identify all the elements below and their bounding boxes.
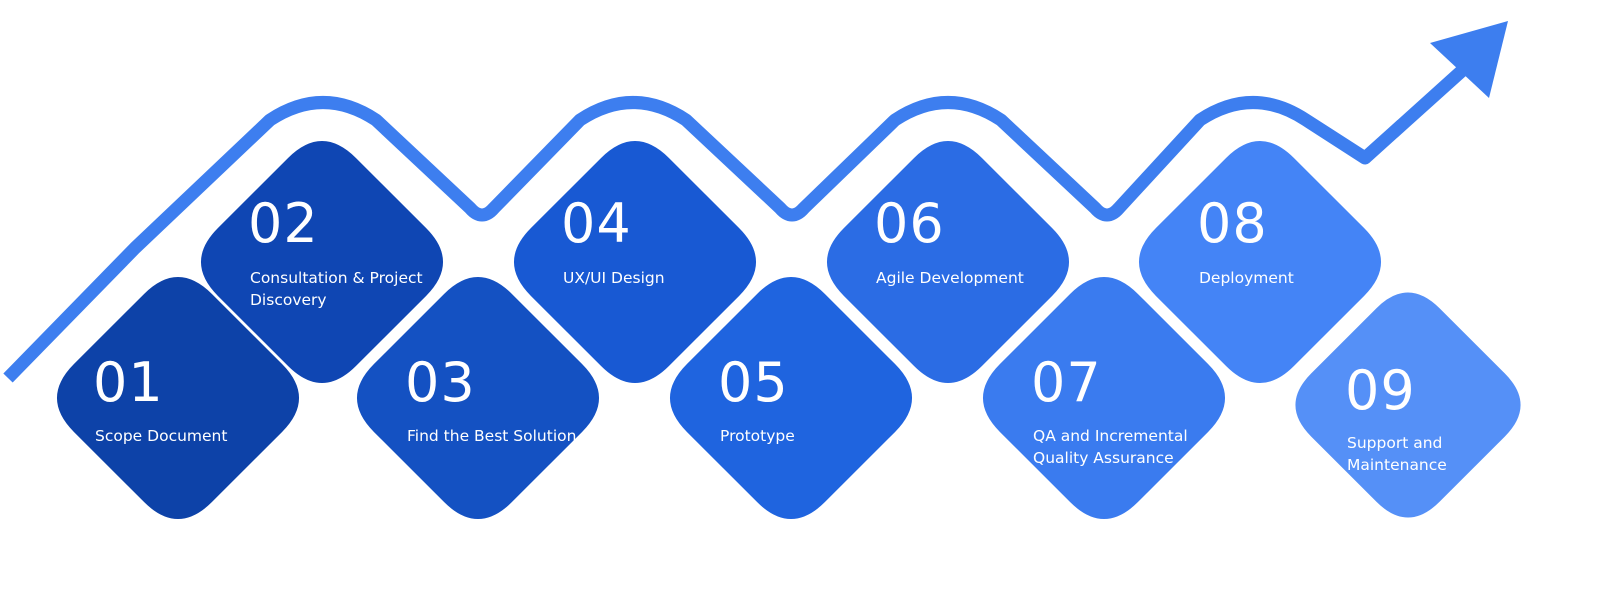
- step-shape-06: [826, 140, 1070, 384]
- step-shape-04: [513, 140, 757, 384]
- step-shape-05: [669, 276, 913, 520]
- step-shape-08: [1138, 140, 1382, 384]
- step-label: Agile Development: [876, 269, 1024, 287]
- step-label: Scope Document: [95, 427, 228, 445]
- step-number: 02: [248, 192, 319, 255]
- growth-arrow-line: [3, 63, 1470, 383]
- step-label: UX/UI Design: [563, 269, 665, 287]
- step-number: 06: [874, 192, 945, 255]
- step-number: 08: [1197, 192, 1268, 255]
- step-label: QA and Incremental Quality Assurance: [1033, 427, 1188, 467]
- step-label: Deployment: [1199, 269, 1294, 287]
- step-shape-03: [356, 276, 600, 520]
- step-label: Find the Best Solution: [407, 427, 577, 445]
- step-shape-07: [982, 276, 1226, 520]
- step-number: 09: [1345, 359, 1416, 422]
- step-shape-01: [56, 276, 300, 520]
- step-number: 03: [405, 351, 476, 414]
- step-shape-09: [1295, 292, 1521, 518]
- step-label: Support and Maintenance: [1347, 434, 1447, 474]
- step-shape-02: [200, 140, 444, 384]
- step-number: 01: [93, 351, 164, 414]
- growth-arrow-head: [1430, 21, 1508, 98]
- step-number: 04: [561, 192, 632, 255]
- step-number: 05: [718, 351, 789, 414]
- step-number: 07: [1031, 351, 1102, 414]
- step-label: Consultation & Project Discovery: [250, 269, 423, 309]
- step-label: Prototype: [720, 427, 795, 445]
